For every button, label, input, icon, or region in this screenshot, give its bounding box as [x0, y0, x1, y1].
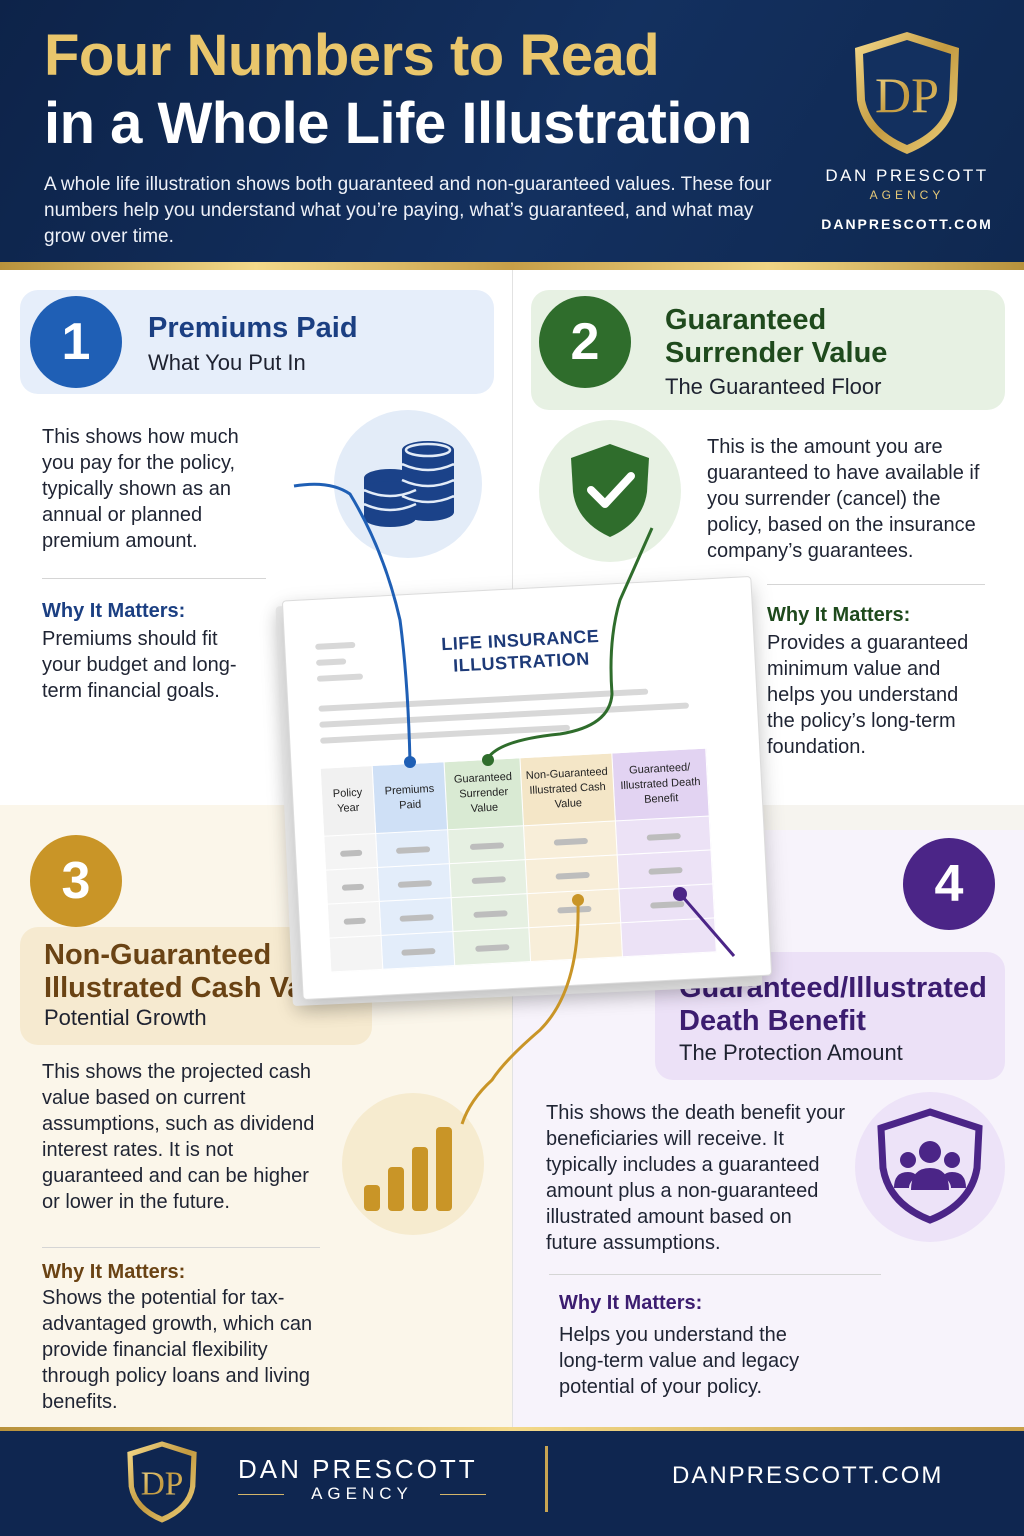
section-3-subtitle: Potential Growth: [44, 1005, 207, 1030]
footer-agency-rule-right: [440, 1494, 486, 1495]
section-1-divider: [42, 578, 266, 579]
footer-agency-rule-left: [238, 1494, 284, 1495]
section-2-why-text: Provides a guaranteed minimum value and …: [767, 632, 969, 758]
section-3-why-title: Why It Matters:: [42, 1261, 186, 1283]
section-1-why-text: Premiums should fit your budget and long…: [42, 628, 237, 702]
page-title-line1: Four Numbers to Read: [44, 23, 660, 88]
section-illustrated-cash-value: 3 Non-Guaranteed Illustrated Cash Value …: [0, 805, 512, 1427]
brand-block: DP DAN PRESCOTT AGENCY DANPRESCOTT.COM: [812, 28, 1002, 232]
section-4-why-title: Why It Matters:: [559, 1292, 703, 1314]
section-2-number: 2: [539, 296, 631, 388]
bar-chart-icon: [364, 1127, 452, 1211]
section-3-number: 3: [30, 835, 122, 927]
coins-icon: [363, 441, 455, 527]
footer-brand-agency: AGENCY: [311, 1484, 413, 1503]
section-4-number: 4: [903, 838, 995, 930]
section-guaranteed-surrender-value: 2 Guaranteed Surrender Value The Guarant…: [512, 270, 1024, 805]
brand-agency: AGENCY: [869, 188, 945, 202]
gold-divider: [0, 262, 1024, 270]
svg-text:DP: DP: [141, 1466, 184, 1503]
section-1-why-title: Why It Matters:: [42, 600, 186, 622]
shield-people-icon: [877, 1108, 983, 1224]
section-4-subtitle: The Protection Amount: [679, 1040, 903, 1065]
section-1-body: This shows how much you pay for the poli…: [42, 426, 239, 552]
page-subtitle: A whole life illustration shows both gua…: [44, 174, 772, 247]
section-1-number: 1: [30, 296, 122, 388]
section-2-subtitle: The Guaranteed Floor: [665, 374, 882, 399]
section-2-body: This is the amount you are guaranteed to…: [707, 436, 980, 562]
header-banner: Four Numbers to Read in a Whole Life Ill…: [0, 0, 1024, 262]
footer-gold-divider: [0, 1427, 1024, 1431]
section-3-body: This shows the projected cash value base…: [42, 1061, 315, 1213]
section-4-divider: [549, 1274, 881, 1275]
brand-url-link[interactable]: DANPRESCOTT.COM: [821, 216, 993, 232]
dp-shield-logo-icon: DP: [855, 32, 959, 154]
section-1-title: Premiums Paid: [148, 312, 358, 344]
section-3-divider: [42, 1247, 320, 1248]
section-1-subtitle: What You Put In: [148, 350, 306, 375]
footer-brand-name: DAN PRESCOTT: [238, 1454, 478, 1484]
svg-text:DP: DP: [875, 67, 939, 123]
section-2-why-title: Why It Matters:: [767, 604, 911, 626]
section-4-body: This shows the death benefit your benefi…: [546, 1102, 846, 1254]
section-2-divider: [767, 584, 985, 585]
section-4-why-text: Helps you understand the long-term value…: [559, 1324, 800, 1398]
footer-separator: [545, 1446, 548, 1512]
section-2-title: Guaranteed Surrender Value: [665, 304, 888, 369]
footer-url-link[interactable]: DANPRESCOTT.COM: [672, 1462, 944, 1489]
section-3-why-text: Shows the potential for tax-advantaged g…: [42, 1287, 313, 1413]
section-death-benefit: 4 Guaranteed/Illustrated Death Benefit T…: [512, 830, 1024, 1427]
shield-check-icon: [571, 444, 649, 537]
brand-name: DAN PRESCOTT: [825, 166, 989, 185]
footer-dp-shield-logo-icon: DP: [127, 1441, 197, 1523]
page-title-line2: in a Whole Life Illustration: [44, 91, 752, 156]
